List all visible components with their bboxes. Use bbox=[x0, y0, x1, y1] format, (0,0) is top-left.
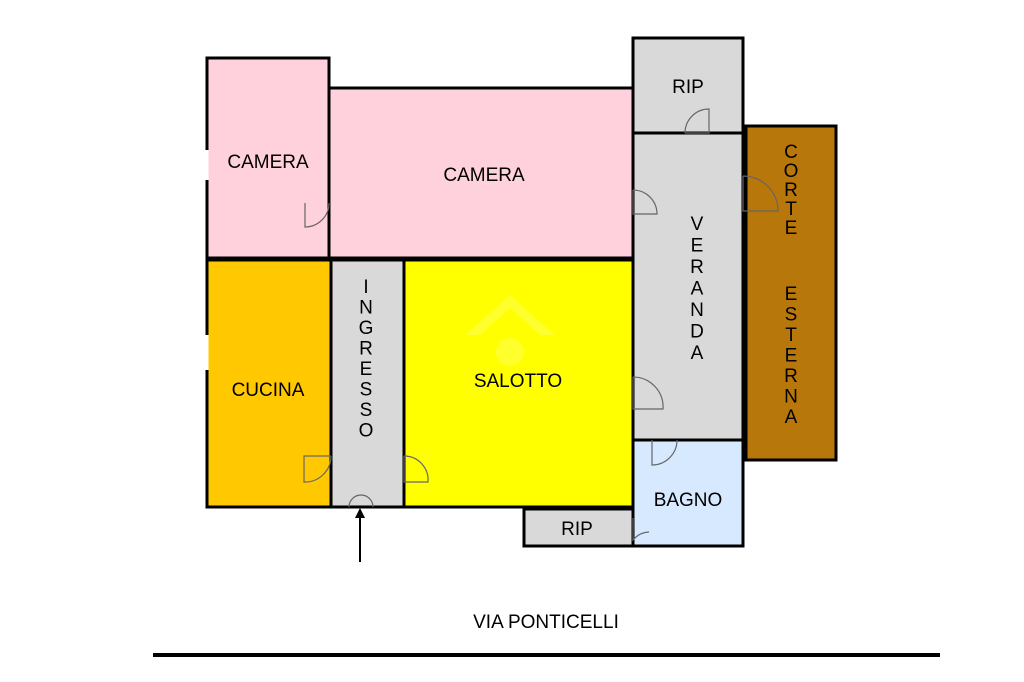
room-camera-large bbox=[327, 86, 635, 260]
label-salotto: SALOTTO bbox=[474, 371, 562, 392]
corte-letter: R bbox=[784, 180, 798, 201]
esterna-letter: A bbox=[785, 407, 798, 428]
label-bagno: BAGNO bbox=[654, 490, 723, 511]
watermark-house-icon bbox=[465, 295, 555, 366]
label-rip-top: RIP bbox=[672, 77, 704, 98]
corte-letter: O bbox=[784, 161, 799, 182]
door-swings bbox=[205, 108, 779, 542]
label-camera-small: CAMERA bbox=[227, 152, 309, 173]
corte-letter: C bbox=[784, 142, 798, 163]
esterna-letter: E bbox=[785, 346, 798, 367]
veranda-letter: V bbox=[691, 214, 704, 235]
entrance-arrow-icon bbox=[355, 508, 365, 562]
veranda-letter: R bbox=[690, 257, 704, 278]
ingresso-letter: S bbox=[360, 400, 373, 421]
veranda-letter: N bbox=[690, 300, 704, 321]
ingresso-letter: O bbox=[359, 421, 374, 442]
room-ingresso bbox=[329, 258, 406, 509]
ingresso-letter: E bbox=[360, 359, 373, 380]
esterna-letter: R bbox=[784, 366, 798, 387]
room-rip-bottom bbox=[522, 507, 635, 548]
veranda-letter: E bbox=[691, 236, 704, 257]
ingresso-letter: N bbox=[359, 298, 373, 319]
room-cucina bbox=[205, 258, 333, 509]
veranda-letter: D bbox=[690, 322, 704, 343]
veranda-letter: A bbox=[691, 343, 704, 364]
label-cucina: CUCINA bbox=[232, 380, 305, 401]
esterna-letter: E bbox=[785, 284, 798, 305]
corte-letter: T bbox=[785, 199, 797, 220]
ingresso-letter: S bbox=[360, 380, 373, 401]
room-camera-small bbox=[205, 56, 331, 260]
room-veranda bbox=[631, 131, 745, 442]
corte-letter: E bbox=[785, 218, 798, 239]
room-corte-esterna bbox=[744, 124, 838, 462]
room-bagno bbox=[631, 438, 745, 548]
esterna-letter: N bbox=[784, 387, 798, 408]
esterna-letter: T bbox=[785, 325, 797, 346]
ingresso-letter: G bbox=[359, 318, 374, 339]
room-salotto bbox=[402, 258, 635, 509]
ingresso-letter: I bbox=[363, 277, 368, 298]
street-label: VIA PONTICELLI bbox=[473, 612, 619, 633]
label-rip-bottom: RIP bbox=[561, 519, 593, 540]
ingresso-letter: R bbox=[359, 339, 373, 360]
veranda-letter: A bbox=[691, 279, 704, 300]
label-camera-large: CAMERA bbox=[443, 165, 525, 186]
esterna-letter: S bbox=[785, 305, 798, 326]
